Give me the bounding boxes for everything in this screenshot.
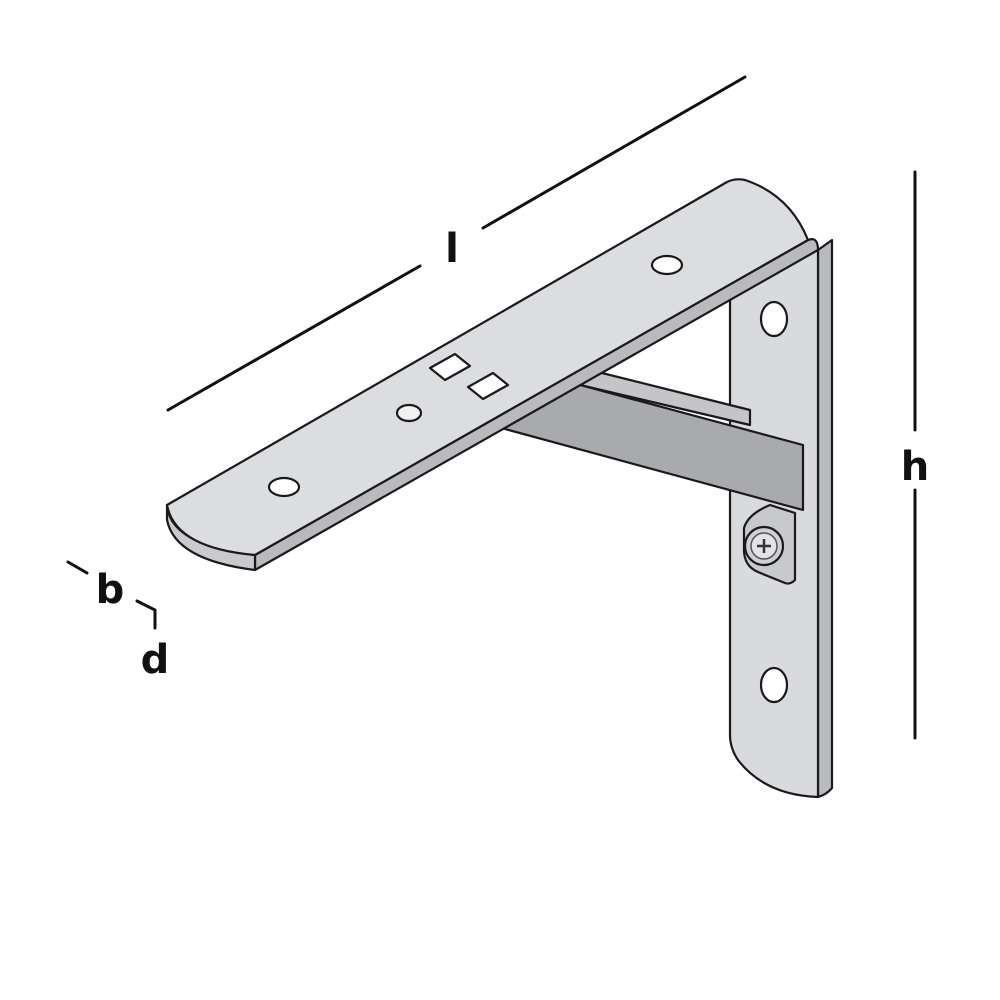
vertical-leg-edge (816, 238, 834, 799)
arm-hole-middle (395, 403, 423, 423)
length-label: l (445, 226, 459, 272)
thickness-label: d (141, 637, 170, 683)
horizontal-arm (165, 178, 820, 572)
length-dimension-line-left (166, 264, 422, 412)
height-dimension: h (901, 170, 929, 740)
thickness-tick (135, 599, 157, 630)
arm-hole-far (650, 254, 684, 276)
arm-slot-left (428, 352, 472, 382)
length-dimension: l (166, 75, 747, 412)
arm-hole-end (267, 476, 301, 498)
height-label: h (901, 444, 929, 490)
width-tick (66, 560, 89, 575)
arm-slot-right (466, 371, 510, 401)
width-label: b (96, 567, 125, 613)
vertical-leg-hole-top (759, 300, 789, 338)
width-thickness-dimension: b d (66, 560, 170, 683)
screw-icon (743, 525, 785, 567)
vertical-leg-hole-bottom (759, 666, 789, 704)
length-dimension-line-right (481, 75, 747, 230)
horizontal-arm-face (165, 178, 810, 557)
